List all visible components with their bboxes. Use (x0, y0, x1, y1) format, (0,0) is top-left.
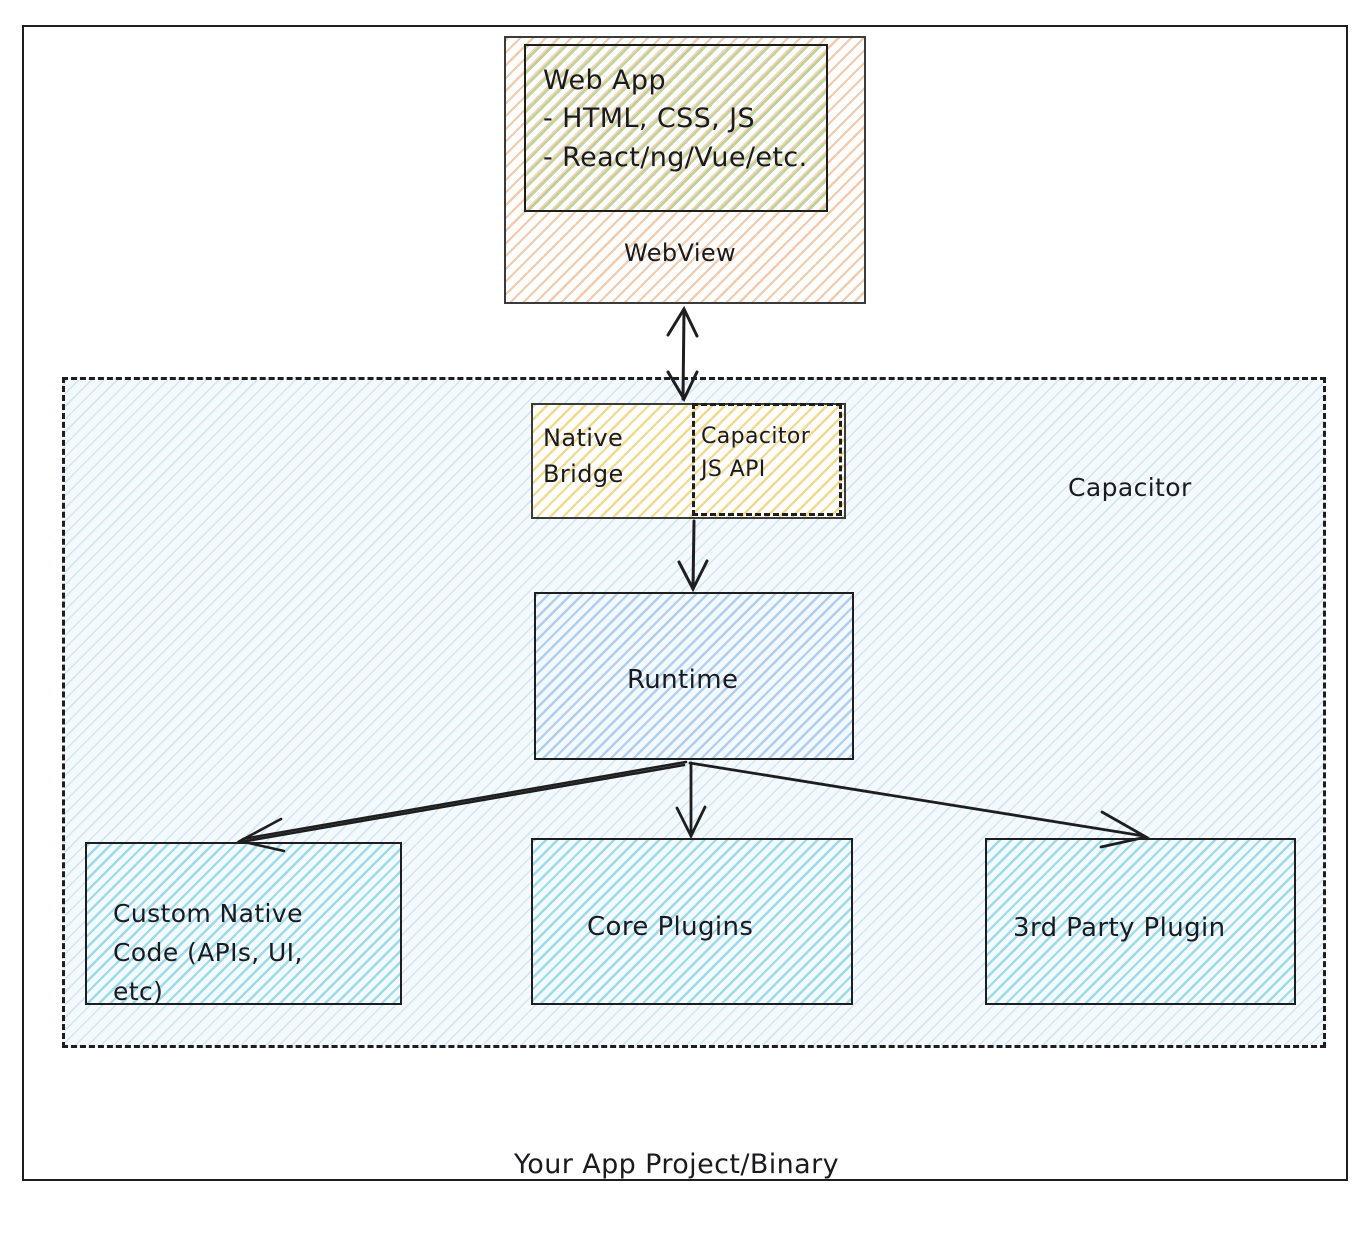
runtime-box[interactable] (534, 592, 854, 760)
capacitor-js-api-label: Capacitor JS API (701, 424, 811, 482)
custom-native-code-label: Custom Native Code (APIs, UI, etc) (113, 899, 303, 1006)
third-party-plugin-label: 3rd Party Plugin (1013, 913, 1226, 943)
capacitor-container-label: Capacitor (1068, 473, 1192, 502)
custom-native-code-box[interactable] (85, 842, 402, 1005)
your-app-project-label: Your App Project/Binary (514, 1149, 839, 1180)
core-plugins-box[interactable] (531, 838, 853, 1005)
core-plugins-label: Core Plugins (587, 912, 754, 942)
third-party-plugin-box[interactable] (985, 838, 1296, 1005)
native-bridge-label: Native Bridge (543, 424, 624, 488)
capacitor-js-api-box[interactable] (692, 403, 842, 516)
web-app-text: Web App - HTML, CSS, JS - React/ng/Vue/e… (543, 65, 808, 173)
web-app-box[interactable] (524, 44, 828, 212)
runtime-label: Runtime (627, 665, 739, 695)
webview-label: WebView (624, 239, 737, 267)
native-bridge-box[interactable] (531, 403, 846, 519)
